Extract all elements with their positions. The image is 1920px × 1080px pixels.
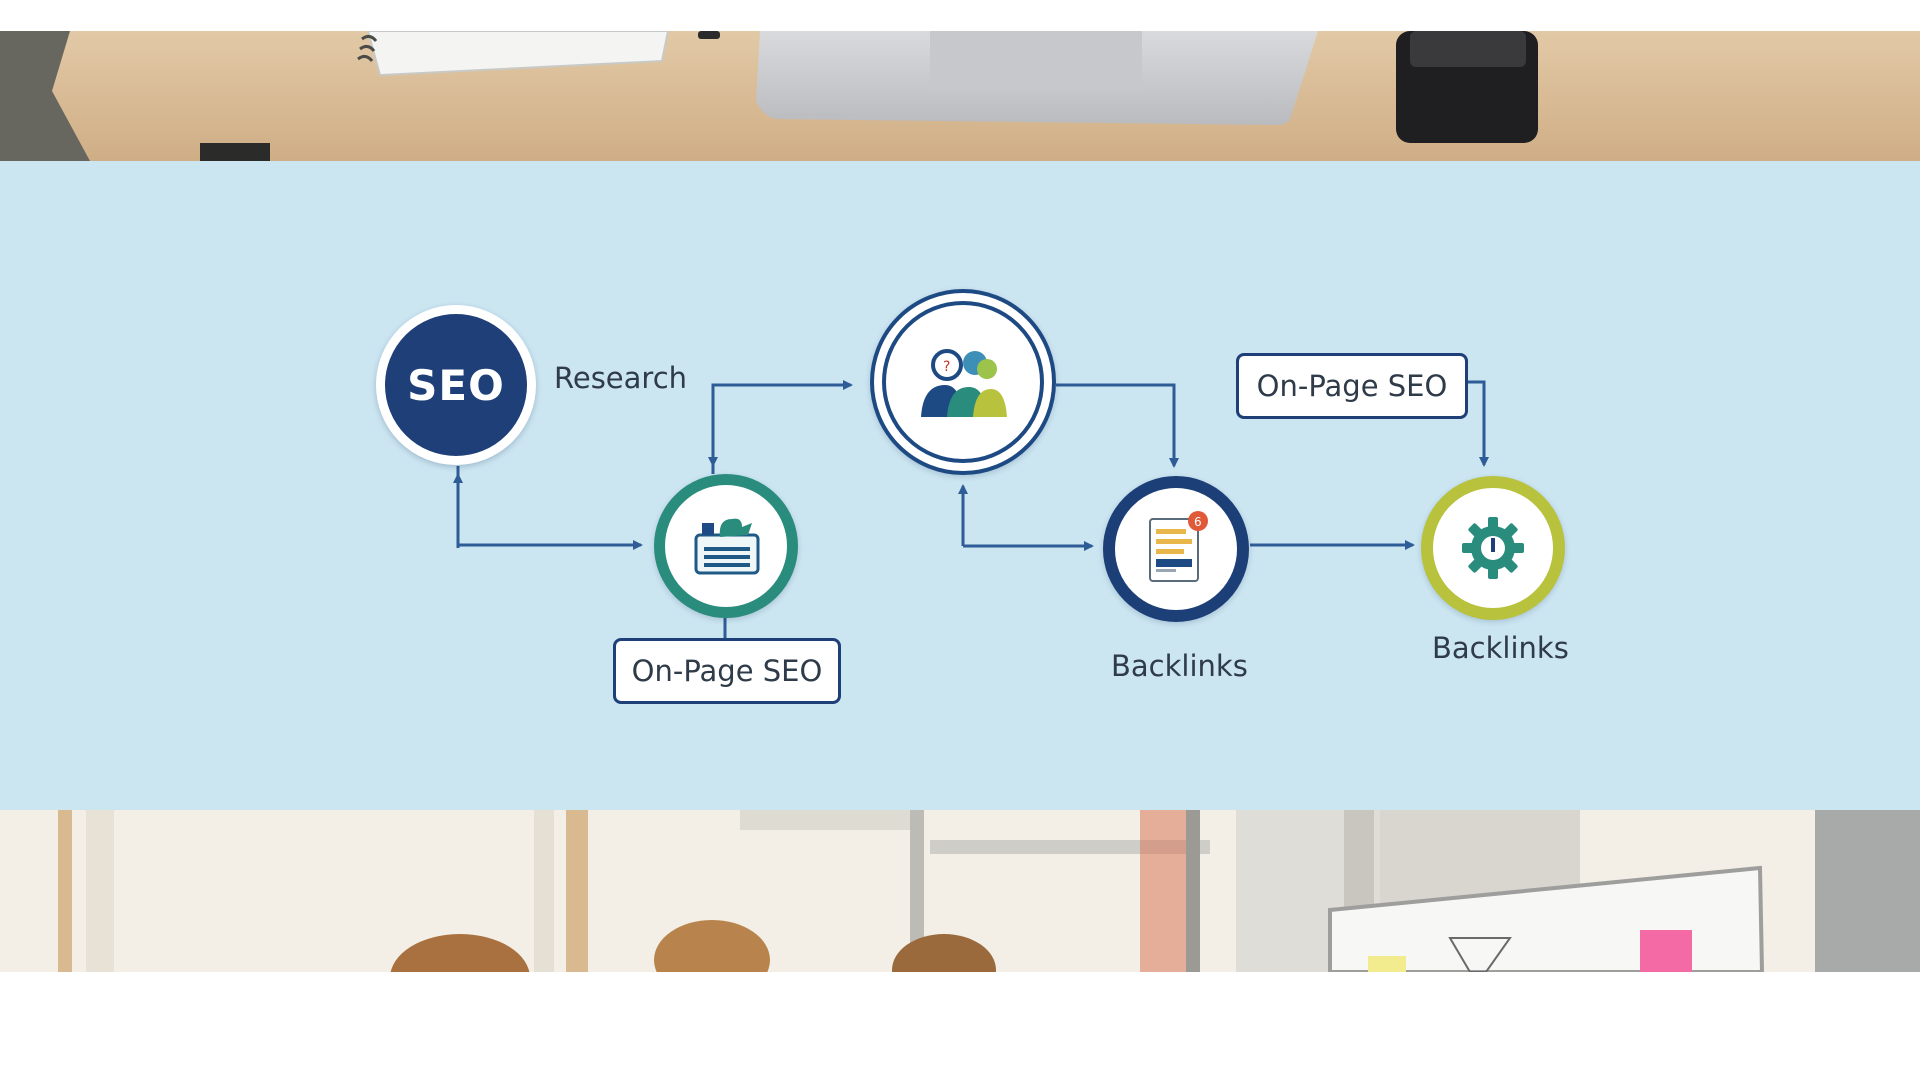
content-icon [694,518,760,575]
backlinks-label: Backlinks [1111,649,1248,683]
on-page-seo-box: On-Page SEO [613,638,841,704]
seo-badge-text: SEO [407,360,505,410]
backlinks-label-2: Backlinks [1432,631,1569,665]
research-label: Research [554,361,688,395]
backlinks-node: 6 [1103,476,1249,622]
on-page-seo-box-top: On-Page SEO [1236,353,1468,419]
desk-photo [0,31,1920,161]
connector-arrows [453,380,1489,638]
gear-icon [1462,517,1524,579]
settings-node [1421,476,1565,620]
audience-node: ? [870,289,1056,475]
seo-process-diagram: SEO Research On-Page SEO ? [0,161,1920,810]
document-icon: 6 [1149,511,1208,582]
content-node [654,474,798,618]
seo-badge-node: SEO [376,305,536,465]
svg-text:6: 6 [1194,515,1202,529]
meeting-photo [0,810,1920,972]
audience-inner-ring [882,301,1044,463]
